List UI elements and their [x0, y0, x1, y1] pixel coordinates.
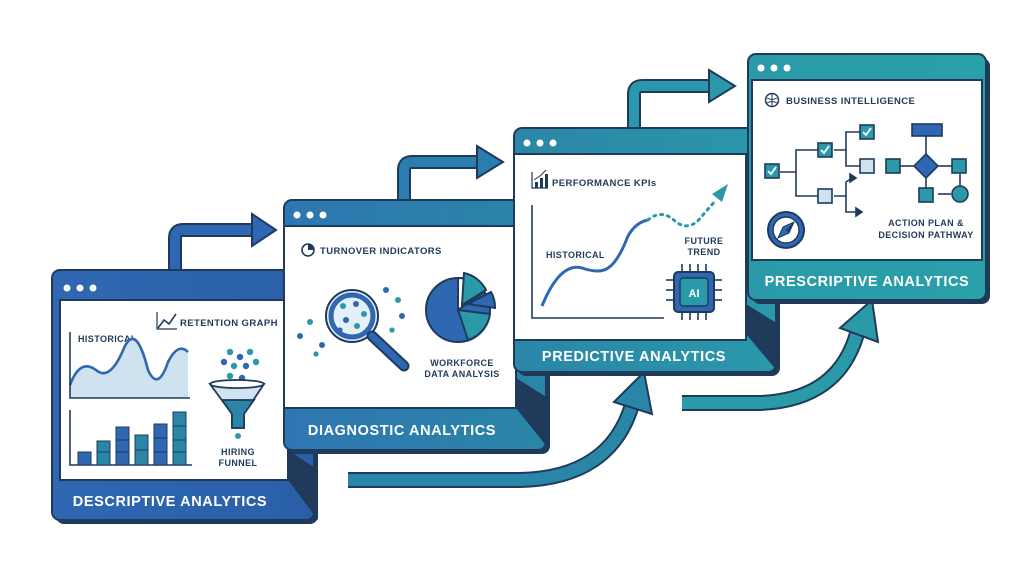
future-label: FUTURE	[685, 236, 724, 246]
window-dots	[63, 284, 97, 292]
historical-label: HISTORICAL	[78, 334, 137, 344]
panel-title-prescriptive: PRESCRIPTIVE ANALYTICS	[765, 274, 970, 290]
compass-icon	[767, 211, 805, 249]
funnel-icon	[208, 348, 266, 439]
performance-kpis-label: PERFORMANCE KPIs	[552, 178, 657, 189]
trend-label: TREND	[688, 247, 721, 257]
pie-chart-icon	[425, 271, 497, 343]
decision-tree	[780, 131, 864, 218]
pie-chart-icon	[301, 243, 315, 257]
connector-arrows-bottom	[348, 298, 880, 488]
workforce-label: WORKFORCE	[430, 358, 494, 368]
connector-arrows-top	[168, 68, 737, 275]
turnover-indicators-label: TURNOVER INDICATORS	[320, 246, 442, 257]
window-dots	[523, 139, 557, 147]
ai-chip-label: AI	[689, 288, 700, 300]
panel-descriptive: RETENTION GRAPH HISTORICAL	[51, 269, 318, 524]
hiring-label: HIRING	[221, 447, 255, 457]
historical-label: HISTORICAL	[546, 250, 605, 260]
bar-chart-icon	[531, 169, 548, 189]
business-intelligence-label: BUSINESS INTELLIGENCE	[786, 96, 915, 107]
panel-title-descriptive: DESCRIPTIVE ANALYTICS	[73, 494, 267, 510]
trend-line-chart	[531, 184, 728, 319]
panel-predictive: PERFORMANCE KPIs HISTORICAL FUTURE TREND	[513, 127, 780, 376]
decision-pathway-label: DECISION PATHWAY	[878, 230, 973, 240]
flowchart-icon	[885, 123, 969, 203]
panel-diagnostic: TURNOVER INDICATORS	[283, 199, 550, 454]
area-chart	[68, 332, 190, 399]
panel-title-diagnostic: DIAGNOSTIC ANALYTICS	[308, 423, 496, 439]
ai-chip-icon: AI	[666, 264, 722, 320]
line-chart-icon	[156, 312, 177, 330]
action-plan-label: ACTION PLAN &	[888, 218, 964, 228]
panel-title-predictive: PREDICTIVE ANALYTICS	[542, 349, 726, 365]
magnifier-icon	[297, 287, 410, 372]
retention-graph-label: RETENTION GRAPH	[180, 318, 278, 329]
panel-prescriptive: BUSINESS INTELLIGENCE	[747, 53, 990, 304]
funnel-label: FUNNEL	[219, 458, 258, 468]
window-dots	[293, 211, 327, 219]
bar-chart	[69, 410, 192, 466]
data-analysis-label: DATA ANALYSIS	[424, 369, 499, 379]
brain-icon	[764, 92, 780, 108]
checkbox-icon	[764, 124, 875, 204]
window-dots	[757, 64, 791, 72]
